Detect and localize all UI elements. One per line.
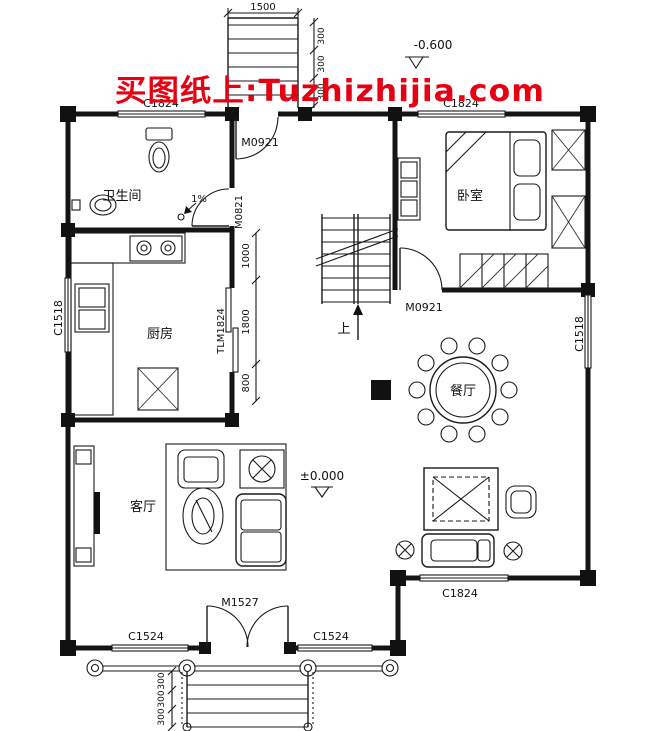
speaker-icon	[503, 541, 523, 561]
room-label-dining: 餐厅	[450, 383, 476, 399]
stool	[505, 485, 537, 519]
kitchen-fixtures	[70, 232, 186, 416]
dim-1000-label: 1000	[241, 243, 252, 268]
window-top-right	[417, 110, 506, 118]
side-table	[239, 449, 285, 489]
room-label-bedroom: 卧室	[457, 188, 483, 204]
floor-level-label: ±0.000	[300, 469, 344, 483]
tv-cabinet	[73, 445, 100, 567]
speaker-icon	[395, 540, 415, 560]
wash-basin-icon	[71, 194, 117, 216]
window-bottom-center	[297, 644, 373, 652]
sofa	[235, 493, 287, 567]
tv-icon	[94, 492, 100, 534]
bench-sofa	[421, 533, 495, 568]
labels: C1824 C1824 M0921 卫生间 1% M0821 卧室 C1518 …	[52, 97, 586, 643]
dimension-hall-vertical: 1000 1800 800	[241, 228, 261, 406]
window-label-c1824-top-left: C1824	[143, 97, 179, 110]
door-label-m0821: M0821	[234, 195, 245, 229]
nightstand	[551, 129, 586, 171]
dining-chairs	[408, 337, 518, 443]
bathroom-fixtures	[71, 127, 197, 221]
dim-800-label: 800	[241, 373, 252, 392]
window-label-c1824-top-right: C1824	[443, 97, 479, 110]
window-top-left	[117, 110, 206, 118]
window-bottom-right	[419, 574, 509, 582]
decorative-table	[423, 467, 499, 531]
center-column	[371, 380, 391, 400]
stove-icon	[129, 235, 183, 262]
dim-1800-label: 1800	[241, 309, 252, 334]
window-label-c1824-bottom-right: C1824	[442, 587, 478, 600]
pillow	[513, 183, 541, 221]
room-label-kitchen: 厨房	[147, 326, 173, 342]
door-label-m1527: M1527	[221, 596, 259, 609]
top-exterior-stairs	[227, 17, 299, 108]
door-top-entry	[235, 116, 279, 160]
dim-300-top-3: 300	[317, 83, 327, 100]
dim-300-porch-1: 300	[157, 672, 167, 689]
dining-furniture	[408, 337, 518, 443]
window-left	[64, 277, 72, 353]
door-label-m0921-bedroom: M0921	[405, 301, 443, 314]
outer-walls	[65, 111, 591, 651]
interior-staircase	[315, 214, 399, 340]
window-right	[584, 294, 592, 369]
doors	[191, 116, 443, 648]
window-label-c1524-center: C1524	[313, 630, 349, 643]
door-label-tlm1824: TLM1824	[216, 308, 227, 355]
door-main-entry	[206, 605, 289, 648]
dimension-top-steps: 300 300 300	[309, 17, 327, 111]
dim-300-top-2: 300	[317, 55, 327, 72]
coffee-table	[182, 487, 224, 545]
dimension-top-width: 1500	[223, 2, 303, 18]
room-label-living: 客厅	[130, 499, 156, 515]
door-bedroom	[399, 247, 443, 291]
dimension-porch-steps: 300 300 300	[157, 666, 177, 731]
floor-level-marker: ±0.000	[300, 469, 344, 498]
entry-level-marker: -0.600	[405, 38, 453, 70]
kitchen-counter-left	[70, 262, 114, 416]
wardrobe	[551, 195, 586, 249]
dim-300-porch-3: 300	[157, 708, 167, 725]
columns	[60, 106, 596, 656]
door-label-m0921-top: M0921	[241, 136, 279, 149]
door-bathroom	[191, 188, 230, 227]
window-label-c1518-left: C1518	[52, 300, 65, 336]
interior-walls	[68, 114, 588, 423]
window-bottom-left	[111, 644, 189, 652]
entry-level-label: -0.600	[414, 38, 453, 52]
windows	[64, 110, 592, 652]
kitchen-counter-top	[70, 232, 186, 264]
dining-table	[429, 356, 497, 424]
room-label-bathroom: 卫生间	[102, 189, 141, 204]
dresser	[397, 157, 421, 221]
kitchen-sink-icon	[74, 283, 110, 333]
stair-up-label: 上	[337, 322, 350, 337]
dim-300-porch-2: 300	[157, 690, 167, 707]
slope-label: 1%	[191, 194, 207, 205]
closet-cabinet	[459, 253, 549, 289]
door-kitchen-sliding	[225, 287, 239, 373]
window-label-c1524-left: C1524	[128, 630, 164, 643]
living-furniture	[73, 443, 287, 571]
toilet-icon	[145, 127, 173, 173]
dim-300-top-1: 300	[317, 27, 327, 44]
window-label-c1518-right: C1518	[573, 316, 586, 352]
floor-drain-icon	[177, 202, 197, 221]
media-corner-furniture	[395, 467, 537, 568]
porch	[86, 659, 399, 731]
fridge-icon	[137, 367, 179, 411]
bed	[445, 131, 547, 231]
pillow	[513, 139, 541, 177]
watermark-text: 买图纸上:Tuzhizhijia.com	[115, 74, 545, 109]
dim-1500-label: 1500	[250, 2, 275, 13]
bedroom-furniture	[397, 129, 586, 289]
